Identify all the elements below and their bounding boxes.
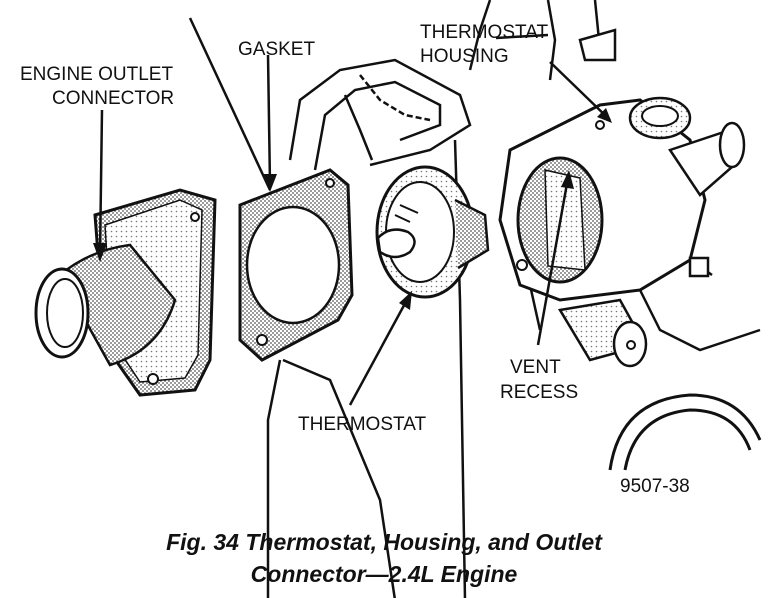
label-thermostat: THERMOSTAT bbox=[298, 414, 426, 435]
housing-leader bbox=[549, 61, 611, 121]
label-recess: RECESS bbox=[500, 382, 578, 403]
vent-leader bbox=[536, 177, 570, 346]
gasket-diagonal-leader bbox=[188, 17, 272, 191]
leader-arrowheads bbox=[93, 108, 612, 310]
thermostat-housing bbox=[498, 28, 761, 352]
housing-leader-2 bbox=[495, 33, 549, 40]
gasket bbox=[238, 168, 354, 362]
timing-belt bbox=[288, 58, 472, 171]
pulley bbox=[608, 393, 762, 471]
engine-outlet-leader bbox=[98, 109, 104, 256]
figure-caption-line2: Connector—2.4L Engine bbox=[250, 561, 518, 587]
thermostat-part bbox=[375, 165, 490, 299]
label-thermostat-housing-1: THERMOSTAT bbox=[420, 22, 548, 43]
figure-caption-line1: Fig. 34 Thermostat, Housing, and Outlet bbox=[166, 529, 602, 555]
label-engine-outlet-1: ENGINE OUTLET bbox=[20, 64, 173, 85]
label-vent: VENT bbox=[510, 357, 561, 378]
label-gasket: GASKET bbox=[238, 39, 315, 60]
part-number: 9507-38 bbox=[620, 476, 690, 497]
thermostat-leader bbox=[348, 297, 410, 406]
leader-lines bbox=[98, 17, 611, 406]
gasket-leader bbox=[266, 54, 272, 186]
engine-outlet-connector bbox=[34, 188, 217, 397]
label-engine-outlet-2: CONNECTOR bbox=[52, 88, 174, 109]
bolt-boss bbox=[557, 298, 648, 368]
label-thermostat-housing-2: HOUSING bbox=[420, 46, 509, 67]
